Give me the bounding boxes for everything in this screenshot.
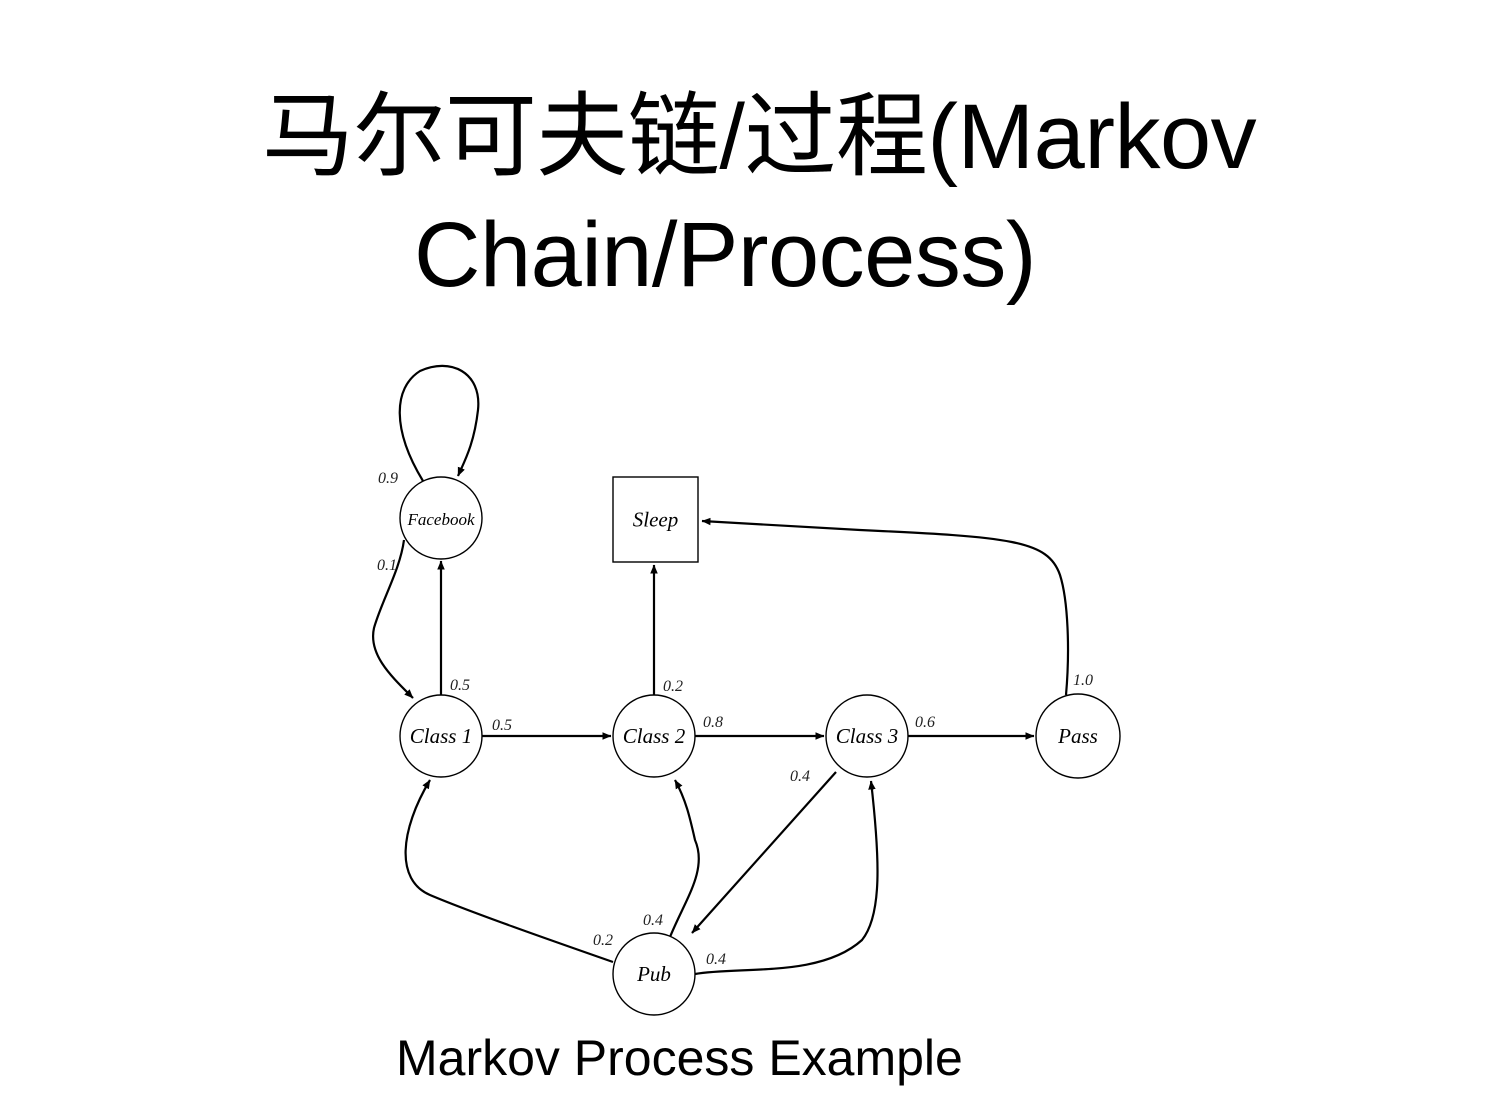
node-shape-class3 [825, 694, 909, 778]
edge-label-pub-class1: 0.2 [593, 932, 613, 949]
node-label-class3: Class 3 [836, 724, 898, 748]
node-class2: Class 2 [612, 694, 696, 778]
edge-class3-pub [691, 771, 837, 934]
edge-pass-sleep [701, 517, 1070, 696]
edge-label-class3-pub: 0.4 [790, 768, 810, 785]
edges-layer [371, 364, 1070, 976]
edge-label-pub-class3: 0.4 [706, 951, 726, 968]
node-label-sleep: Sleep [633, 508, 678, 532]
node-pub: Pub [612, 932, 696, 1016]
edge-label-class1-facebook: 0.5 [450, 677, 470, 694]
edge-label-class1-class2: 0.5 [492, 717, 512, 734]
node-shape-class2 [612, 694, 696, 778]
node-shape-sleep [612, 476, 699, 563]
edge-facebook-facebook [398, 364, 480, 482]
edge-label-class3-pass: 0.6 [915, 714, 935, 731]
edge-pub-class1 [404, 779, 614, 964]
edge-label-pub-class2: 0.4 [643, 912, 663, 929]
node-pass: Pass [1035, 693, 1121, 779]
edge-label-class2-class3: 0.8 [703, 714, 723, 731]
title-line-1: 马尔可夫链/过程(Markov [261, 86, 1257, 188]
node-facebook: Facebook [399, 476, 483, 560]
edge-label-class2-sleep: 0.2 [663, 678, 683, 695]
node-shape-class1 [399, 694, 483, 778]
node-class3: Class 3 [825, 694, 909, 778]
node-label-class1: Class 1 [410, 724, 472, 748]
edge-labels-layer: 0.9 0.1 0.5 0.5 0.2 0.8 0.6 0.4 1.0 0.2 0.4 0.4 [377, 470, 1093, 968]
node-label-pass: Pass [1057, 724, 1098, 748]
edge-facebook-class1 [371, 539, 414, 699]
node-shape-pass [1035, 693, 1121, 779]
edge-label-pass-sleep: 1.0 [1073, 672, 1093, 689]
node-label-class2: Class 2 [623, 724, 686, 748]
edge-pub-class2 [668, 779, 700, 938]
title-line-2: Chain/Process) [414, 204, 1036, 306]
node-label-pub: Pub [636, 962, 671, 986]
node-shape-pub [612, 932, 696, 1016]
node-shape-facebook [399, 476, 483, 560]
node-label-facebook: Facebook [406, 510, 474, 529]
edge-pub-class3 [694, 780, 879, 976]
node-class1: Class 1 [399, 694, 483, 778]
edge-label-facebook-class1: 0.1 [377, 557, 397, 574]
diagram-caption: Markov Process Example [396, 1030, 963, 1086]
slide-title: 马尔可夫链/过程(Markov Chain/Process) [0, 78, 1494, 314]
node-sleep: Sleep [612, 476, 699, 563]
edge-label-facebook-facebook: 0.9 [378, 470, 398, 487]
